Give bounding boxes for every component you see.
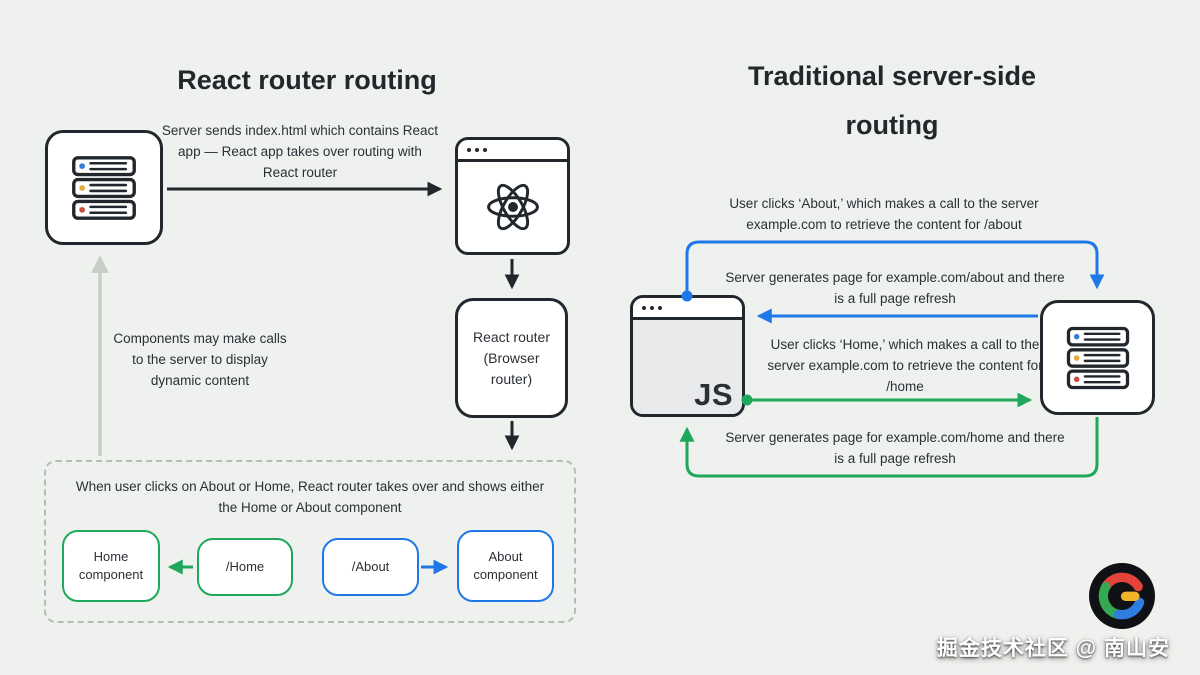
home-response-note: Server generates page for example.com/ho… (725, 430, 1065, 467)
watermark: 掘金技术社区 @ 南山安 (936, 637, 1170, 660)
js-browser-window: JS (630, 295, 745, 417)
home-component-box: Home component (62, 530, 160, 602)
home-request-note: User clicks ‘Home,’ which makes a call t… (767, 337, 1043, 395)
about-request-note: User clicks ‘About,’ which makes a call … (729, 196, 1039, 233)
about-component-label: About component (473, 548, 538, 582)
react-atom-icon (486, 183, 539, 231)
colorful-c-logo-icon (1089, 563, 1155, 629)
server-to-browser-note: Server sends index.html which contains R… (161, 123, 439, 181)
about-route-box: /About (322, 538, 419, 596)
left-title: React router routing (177, 65, 437, 95)
server-rack-icon (72, 155, 136, 220)
home-component-label: Home component (78, 548, 144, 582)
dashed-box-note: When user clicks on About or Home, React… (75, 479, 545, 516)
home-route-box: /Home (197, 538, 293, 596)
components-note: Components may make calls to the server … (113, 331, 287, 389)
js-page-body: JS (633, 320, 742, 414)
react-browser-window (455, 137, 570, 255)
about-component-box: About component (457, 530, 554, 602)
about-response-note: Server generates page for example.com/ab… (725, 270, 1065, 307)
js-logo: JS (694, 377, 733, 412)
browser-dots-icon (458, 140, 567, 162)
server-rack-icon (1066, 326, 1129, 389)
server-icon (45, 130, 163, 245)
react-router-result-panel (44, 460, 576, 623)
right-title: Traditional server-side routing (747, 61, 1037, 140)
react-router-label: React router (Browser router) (472, 328, 551, 387)
home-route-label: /Home (225, 558, 265, 574)
browser-dots-icon (633, 298, 742, 320)
react-router-box: React router (Browser router) (455, 298, 568, 418)
about-route-label: /About (351, 558, 390, 574)
server-icon (1040, 300, 1155, 415)
